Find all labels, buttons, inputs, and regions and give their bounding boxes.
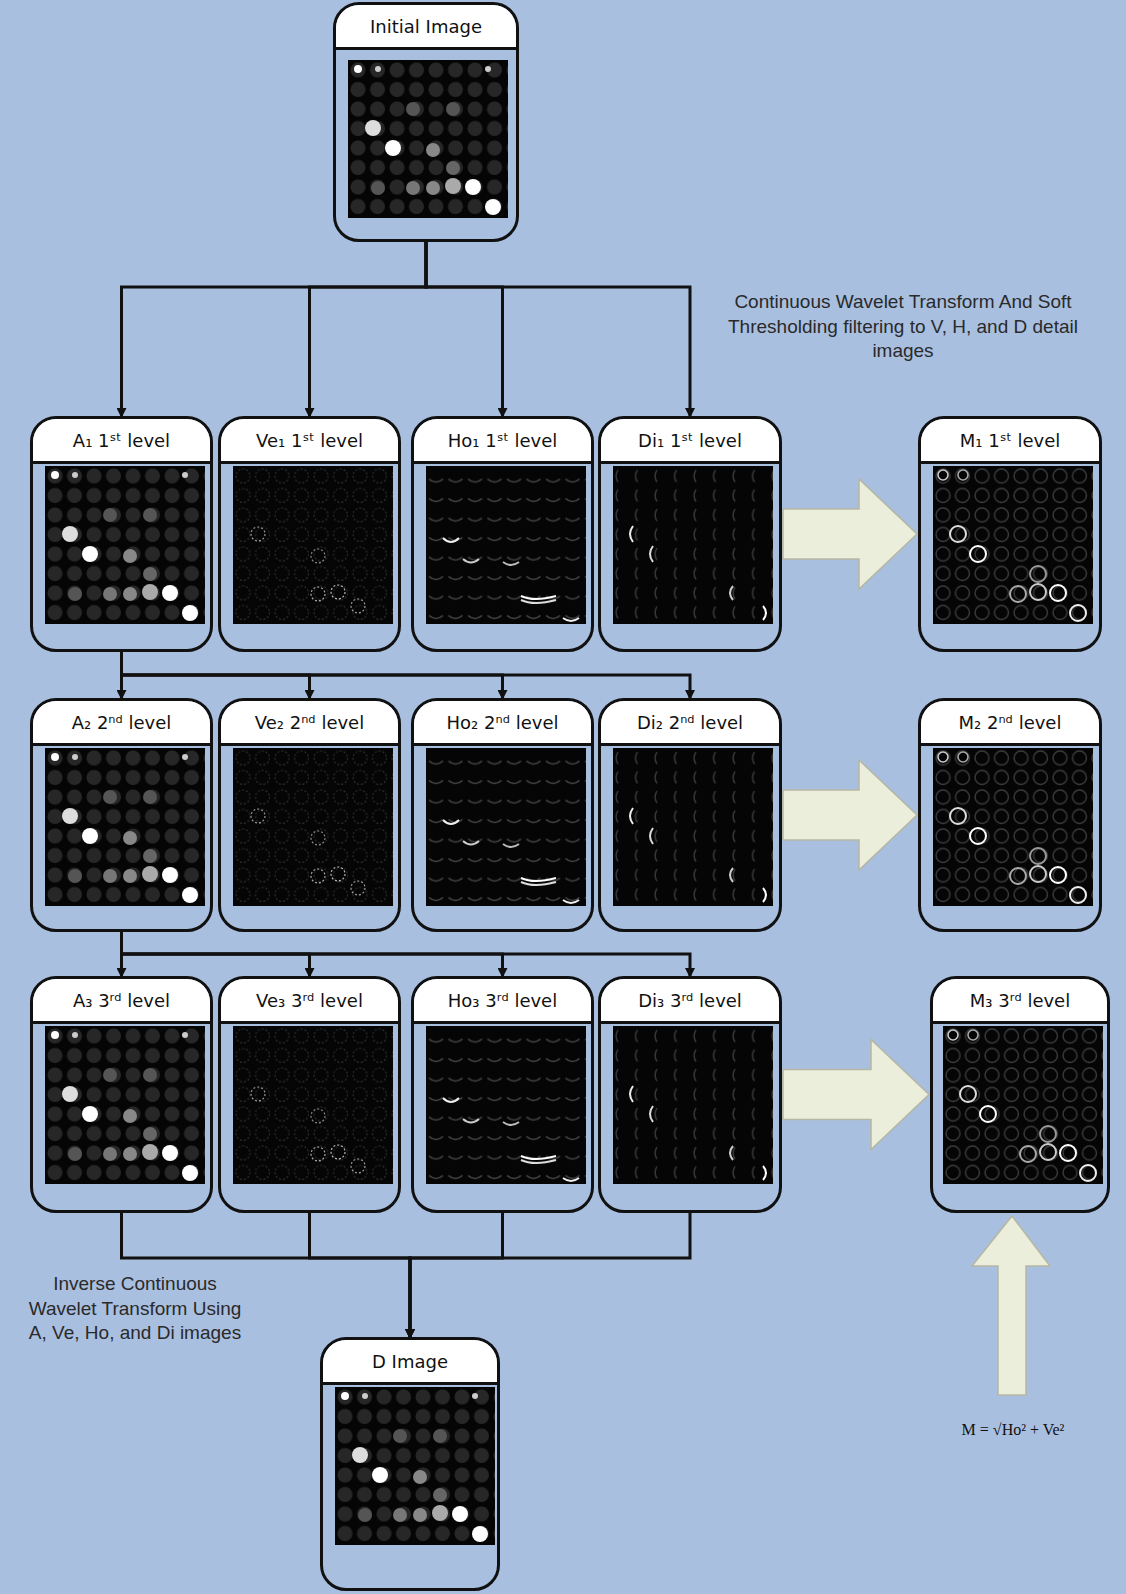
magnitude-image bbox=[933, 748, 1093, 906]
diagonal-image bbox=[613, 1026, 773, 1184]
block-arrow bbox=[783, 479, 917, 589]
header-band: M₁ 1ˢᵗ level bbox=[921, 419, 1099, 464]
flow-connector bbox=[122, 242, 427, 416]
flow-connector bbox=[122, 652, 691, 698]
image-panel: A₁ 1ˢᵗ level bbox=[30, 416, 213, 652]
image-panel: D Image bbox=[320, 1337, 500, 1591]
image-panel: Ve₂ 2ⁿᵈ level bbox=[218, 698, 401, 932]
image-panel: Ho₁ 1ˢᵗ level bbox=[411, 416, 594, 652]
image-panel: Ho₂ 2ⁿᵈ level bbox=[411, 698, 594, 932]
vertical-image bbox=[233, 1026, 393, 1184]
horizontal-image bbox=[426, 748, 586, 906]
panel-title: Ve₃ 3ʳᵈ level bbox=[256, 990, 363, 1011]
image-panel: M₂ 2ⁿᵈ level bbox=[918, 698, 1102, 932]
header-band: Di₃ 3ʳᵈ level bbox=[601, 979, 779, 1024]
flow-connector bbox=[426, 242, 503, 416]
header-band: Di₁ 1ˢᵗ level bbox=[601, 419, 779, 464]
flow-connector bbox=[310, 1213, 411, 1337]
magnitude-image bbox=[943, 1026, 1103, 1184]
block-arrow bbox=[783, 760, 917, 870]
header-band: A₃ 3ʳᵈ level bbox=[33, 979, 210, 1024]
note: Continuous Wavelet Transform And Soft Th… bbox=[728, 290, 1078, 364]
panel-title: A₂ 2ⁿᵈ level bbox=[72, 712, 172, 733]
flow-connector bbox=[122, 932, 691, 976]
panel-title: Ho₁ 1ˢᵗ level bbox=[448, 430, 558, 451]
header-band: Ho₁ 1ˢᵗ level bbox=[414, 419, 591, 464]
approx-image bbox=[45, 748, 205, 906]
diagonal-image bbox=[613, 466, 773, 624]
image-panel: Di₁ 1ˢᵗ level bbox=[598, 416, 782, 652]
panel-title: Ve₁ 1ˢᵗ level bbox=[256, 430, 363, 451]
image-panel: M₃ 3ʳᵈ level bbox=[930, 976, 1110, 1213]
formula: M = √Ho² + Ve² bbox=[918, 1420, 1108, 1441]
header-band: Ho₃ 3ʳᵈ level bbox=[414, 979, 591, 1024]
approx-image bbox=[45, 1026, 205, 1184]
block-arrow bbox=[783, 1040, 929, 1150]
image-panel: Di₂ 2ⁿᵈ level bbox=[598, 698, 782, 932]
header-band: Ve₁ 1ˢᵗ level bbox=[221, 419, 398, 464]
note: Inverse Continuous Wavelet Transform Usi… bbox=[20, 1272, 250, 1346]
image-panel: Ve₁ 1ˢᵗ level bbox=[218, 416, 401, 652]
panel-title: Ho₂ 2ⁿᵈ level bbox=[447, 712, 559, 733]
flow-connector bbox=[426, 242, 690, 416]
vertical-image bbox=[233, 466, 393, 624]
header-band: Ve₂ 2ⁿᵈ level bbox=[221, 701, 398, 746]
approx-image bbox=[45, 466, 205, 624]
image-panel: A₃ 3ʳᵈ level bbox=[30, 976, 213, 1213]
image-panel: A₂ 2ⁿᵈ level bbox=[30, 698, 213, 932]
header-band: Ve₃ 3ʳᵈ level bbox=[221, 979, 398, 1024]
panel-title: A₃ 3ʳᵈ level bbox=[73, 990, 170, 1011]
header-band: A₁ 1ˢᵗ level bbox=[33, 419, 210, 464]
panel-title: Di₂ 2ⁿᵈ level bbox=[637, 712, 743, 733]
panel-title: Ho₃ 3ʳᵈ level bbox=[448, 990, 557, 1011]
denoised-image bbox=[335, 1387, 495, 1545]
panel-title: A₁ 1ˢᵗ level bbox=[73, 430, 170, 451]
image-panel: Ve₃ 3ʳᵈ level bbox=[218, 976, 401, 1213]
block-arrow bbox=[972, 1216, 1050, 1395]
panel-title: Di₁ 1ˢᵗ level bbox=[638, 430, 742, 451]
flow-connector bbox=[410, 1213, 503, 1337]
panel-title: M₁ 1ˢᵗ level bbox=[960, 430, 1060, 451]
horizontal-image bbox=[426, 1026, 586, 1184]
header-band: D Image bbox=[323, 1340, 497, 1385]
magnitude-image bbox=[933, 466, 1093, 624]
image-panel: Initial Image bbox=[333, 2, 519, 242]
panel-title: Initial Image bbox=[370, 16, 482, 37]
flow-connector bbox=[310, 242, 427, 416]
header-band: Ho₂ 2ⁿᵈ level bbox=[414, 701, 591, 746]
header-band: Initial Image bbox=[336, 5, 516, 50]
panel-title: Di₃ 3ʳᵈ level bbox=[638, 990, 742, 1011]
header-band: Di₂ 2ⁿᵈ level bbox=[601, 701, 779, 746]
header-band: M₃ 3ʳᵈ level bbox=[933, 979, 1107, 1024]
vertical-image bbox=[233, 748, 393, 906]
horizontal-image bbox=[426, 466, 586, 624]
flow-connector bbox=[410, 1213, 690, 1337]
source-image bbox=[348, 60, 508, 218]
header-band: A₂ 2ⁿᵈ level bbox=[33, 701, 210, 746]
panel-title: Ve₂ 2ⁿᵈ level bbox=[255, 712, 364, 733]
panel-title: M₂ 2ⁿᵈ level bbox=[959, 712, 1062, 733]
panel-title: D Image bbox=[372, 1351, 448, 1372]
image-panel: Di₃ 3ʳᵈ level bbox=[598, 976, 782, 1213]
image-panel: M₁ 1ˢᵗ level bbox=[918, 416, 1102, 652]
panel-title: M₃ 3ʳᵈ level bbox=[970, 990, 1070, 1011]
image-panel: Ho₃ 3ʳᵈ level bbox=[411, 976, 594, 1213]
diagonal-image bbox=[613, 748, 773, 906]
header-band: M₂ 2ⁿᵈ level bbox=[921, 701, 1099, 746]
